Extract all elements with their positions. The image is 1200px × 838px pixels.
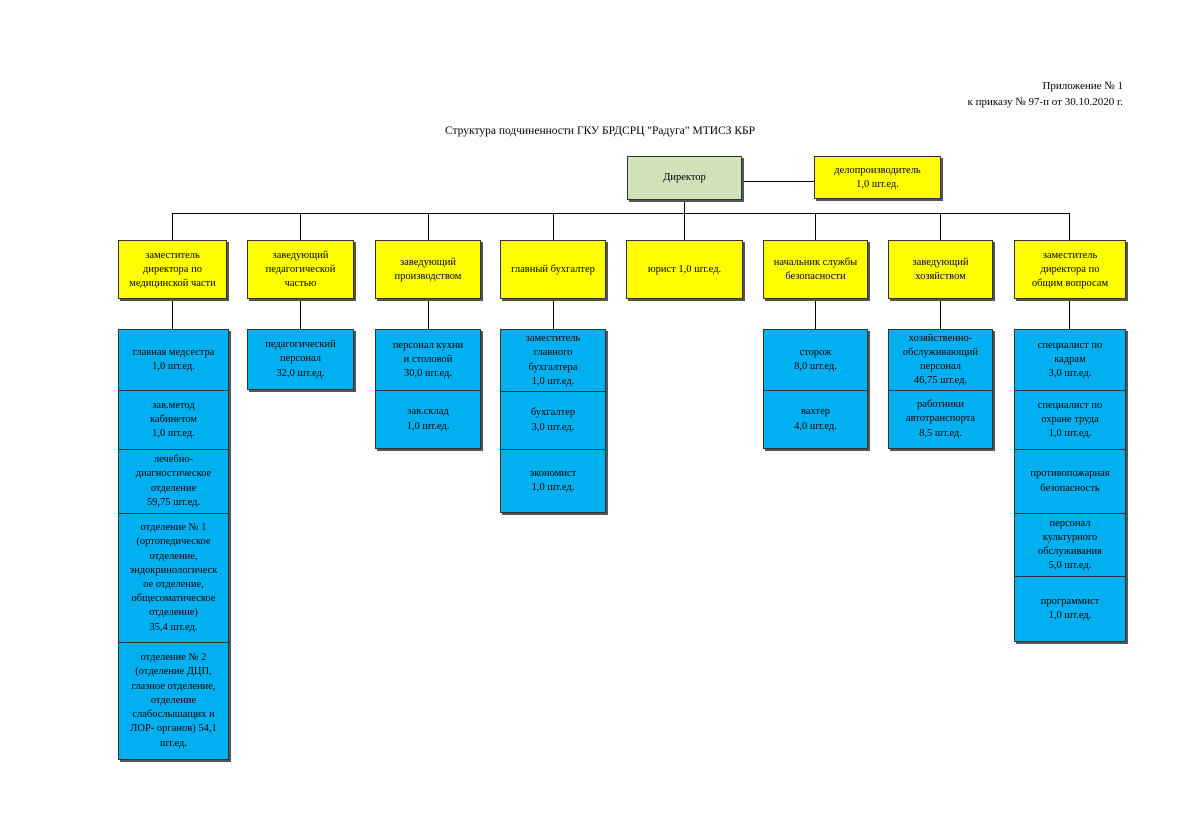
connector-bus-drop-7 <box>940 213 941 240</box>
general-staff-item: персонал культурного обслуживания 5,0 шт… <box>1015 514 1125 577</box>
accounting-staff-item-text: заместитель главного бухгалтера 1,0 шт.е… <box>525 333 581 387</box>
connector-household-down <box>940 299 941 329</box>
general-staff-item-text: противопожарная безопасность <box>1030 468 1110 494</box>
connector-bus-drop-8 <box>1069 213 1070 240</box>
manager-security-label: начальник службы безопасности <box>773 256 858 282</box>
household-staff-item-text: хозяйственно- обслуживающий персонал 46,… <box>902 332 979 387</box>
general-staff-item-text: специалист по кадрам 3,0 шт.ед. <box>1037 339 1103 380</box>
director-box: Директор <box>627 156 742 200</box>
household-staff-item-text: работники автотранспорта 8,5 шт.ед. <box>905 399 976 439</box>
general-staff-item-text: программист 1,0 шт.ед. <box>1040 595 1100 621</box>
medical-staff-item: зав.метод кабинетом 1,0 шт.ед. <box>119 391 228 450</box>
accounting-staff-item: экономист 1,0 шт.ед. <box>501 450 605 512</box>
production-staff-item: персонал кухни и столовой 30,0 шт.ед. <box>376 330 480 391</box>
medical-staff-item: отделение № 2 (отделение ДЦП, глазное от… <box>119 643 228 759</box>
accounting-staff-item: бухгалтер 3,0 шт.ед. <box>501 392 605 450</box>
director-label: Директор <box>663 172 706 183</box>
connector-accounting-down <box>553 299 554 329</box>
manager-household-box: заведующий хозяйством <box>888 240 993 299</box>
household-staff-item: работники автотранспорта 8,5 шт.ед. <box>889 391 992 448</box>
pedagogical-staff-group: педагогический персонал 32,0 шт.ед. <box>247 329 354 390</box>
connector-medical-down <box>172 299 173 329</box>
manager-production-label: заведующий производством <box>394 256 462 282</box>
manager-lawyer-box: юрист 1,0 шт.ед. <box>626 240 743 299</box>
pedagogical-staff-item: педагогический персонал 32,0 шт.ед. <box>248 330 353 389</box>
connector-security-down <box>815 299 816 329</box>
manager-security-box: начальник службы безопасности <box>763 240 868 299</box>
manager-production-box: заведующий производством <box>375 240 481 299</box>
security-staff-item-text: вахтер 4,0 шт.ед. <box>794 406 837 432</box>
appendix-number: Приложение № 1 <box>1042 80 1123 92</box>
production-staff-item-text: зав.склад 1,0 шт.ед. <box>406 406 450 432</box>
clerk-label: делопроизводитель 1,0 шт.ед. <box>834 164 921 190</box>
connector-pedagogical-down <box>300 299 301 329</box>
medical-staff-item: лечебно- диагностическое отделение 59,75… <box>119 450 228 514</box>
accounting-staff-item-text: бухгалтер 3,0 шт.ед. <box>530 407 576 433</box>
connector-production-down <box>428 299 429 329</box>
general-staff-item: специалист по охране труда 1,0 шт.ед. <box>1015 391 1125 450</box>
production-staff-item: зав.склад 1,0 шт.ед. <box>376 391 480 448</box>
manager-household-label: заведующий хозяйством <box>912 256 969 282</box>
manager-pedagogical-box: заведующий педагогической частью <box>247 240 354 299</box>
connector-director-clerk <box>742 181 814 182</box>
security-staff-item: вахтер 4,0 шт.ед. <box>764 391 867 448</box>
chart-title: Структура подчиненности ГКУ БРДСРЦ "Раду… <box>445 125 755 137</box>
household-staff-group: хозяйственно- обслуживающий персонал 46,… <box>888 329 993 449</box>
pedagogical-staff-item-text: педагогический персонал 32,0 шт.ед. <box>265 339 336 379</box>
medical-staff-item-text: отделение № 1 (ортопедическое отделение,… <box>129 522 218 633</box>
connector-bus-drop-1 <box>172 213 173 240</box>
medical-staff-item-text: главная медсестра 1,0 шт.ед. <box>132 346 215 372</box>
order-reference: к приказу № 97-п от 30.10.2020 г. <box>967 96 1123 108</box>
security-staff-group: сторож 8,0 шт.ед. вахтер 4,0 шт.ед. <box>763 329 868 449</box>
medical-staff-item-text: отделение № 2 (отделение ДЦП, глазное от… <box>130 652 217 749</box>
medical-staff-item: главная медсестра 1,0 шт.ед. <box>119 330 228 391</box>
connector-bus-drop-2 <box>300 213 301 240</box>
general-staff-item: противопожарная безопасность <box>1015 450 1125 514</box>
clerk-box: делопроизводитель 1,0 шт.ед. <box>814 156 941 199</box>
accounting-staff-group: заместитель главного бухгалтера 1,0 шт.е… <box>500 329 606 513</box>
manager-general-label: заместитель директора по общим вопросам <box>1031 249 1109 289</box>
manager-medical-label: заместитель директора по медицинской час… <box>129 249 216 289</box>
connector-bus-drop-5 <box>684 213 685 240</box>
connector-bus-drop-3 <box>428 213 429 240</box>
accounting-staff-item-text: экономист 1,0 шт.ед. <box>529 467 577 493</box>
medical-staff-group: главная медсестра 1,0 шт.ед. зав.метод к… <box>118 329 229 760</box>
connector-director-down <box>684 200 685 213</box>
medical-staff-item-text: лечебно- диагностическое отделение 59,75… <box>135 454 212 508</box>
connector-bus-drop-4 <box>553 213 554 240</box>
general-staff-item: программист 1,0 шт.ед. <box>1015 577 1125 641</box>
medical-staff-item-text: зав.метод кабинетом 1,0 шт.ед. <box>150 399 197 440</box>
connector-bus-drop-6 <box>815 213 816 240</box>
medical-staff-item: отделение № 1 (ортопедическое отделение,… <box>119 514 228 643</box>
production-staff-item-text: персонал кухни и столовой 30,0 шт.ед. <box>392 339 464 380</box>
manager-accounting-box: главный бухгалтер <box>500 240 606 299</box>
production-staff-group: персонал кухни и столовой 30,0 шт.ед. за… <box>375 329 481 449</box>
general-staff-item: специалист по кадрам 3,0 шт.ед. <box>1015 330 1125 391</box>
connector-general-down <box>1069 299 1070 329</box>
general-staff-group: специалист по кадрам 3,0 шт.ед. специали… <box>1014 329 1126 642</box>
manager-medical-box: заместитель директора по медицинской час… <box>118 240 227 299</box>
household-staff-item: хозяйственно- обслуживающий персонал 46,… <box>889 330 992 391</box>
manager-accounting-label: главный бухгалтер <box>511 263 595 275</box>
general-staff-item-text: персонал культурного обслуживания 5,0 шт… <box>1037 517 1103 572</box>
manager-lawyer-label: юрист 1,0 шт.ед. <box>647 263 722 275</box>
security-staff-item-text: сторож 8,0 шт.ед. <box>794 346 837 372</box>
general-staff-item-text: специалист по охране труда 1,0 шт.ед. <box>1037 399 1103 440</box>
manager-general-box: заместитель директора по общим вопросам <box>1014 240 1126 299</box>
security-staff-item: сторож 8,0 шт.ед. <box>764 330 867 391</box>
accounting-staff-item: заместитель главного бухгалтера 1,0 шт.е… <box>501 330 605 392</box>
connector-horizontal-bus <box>172 213 1069 214</box>
manager-pedagogical-label: заведующий педагогической частью <box>265 249 336 289</box>
